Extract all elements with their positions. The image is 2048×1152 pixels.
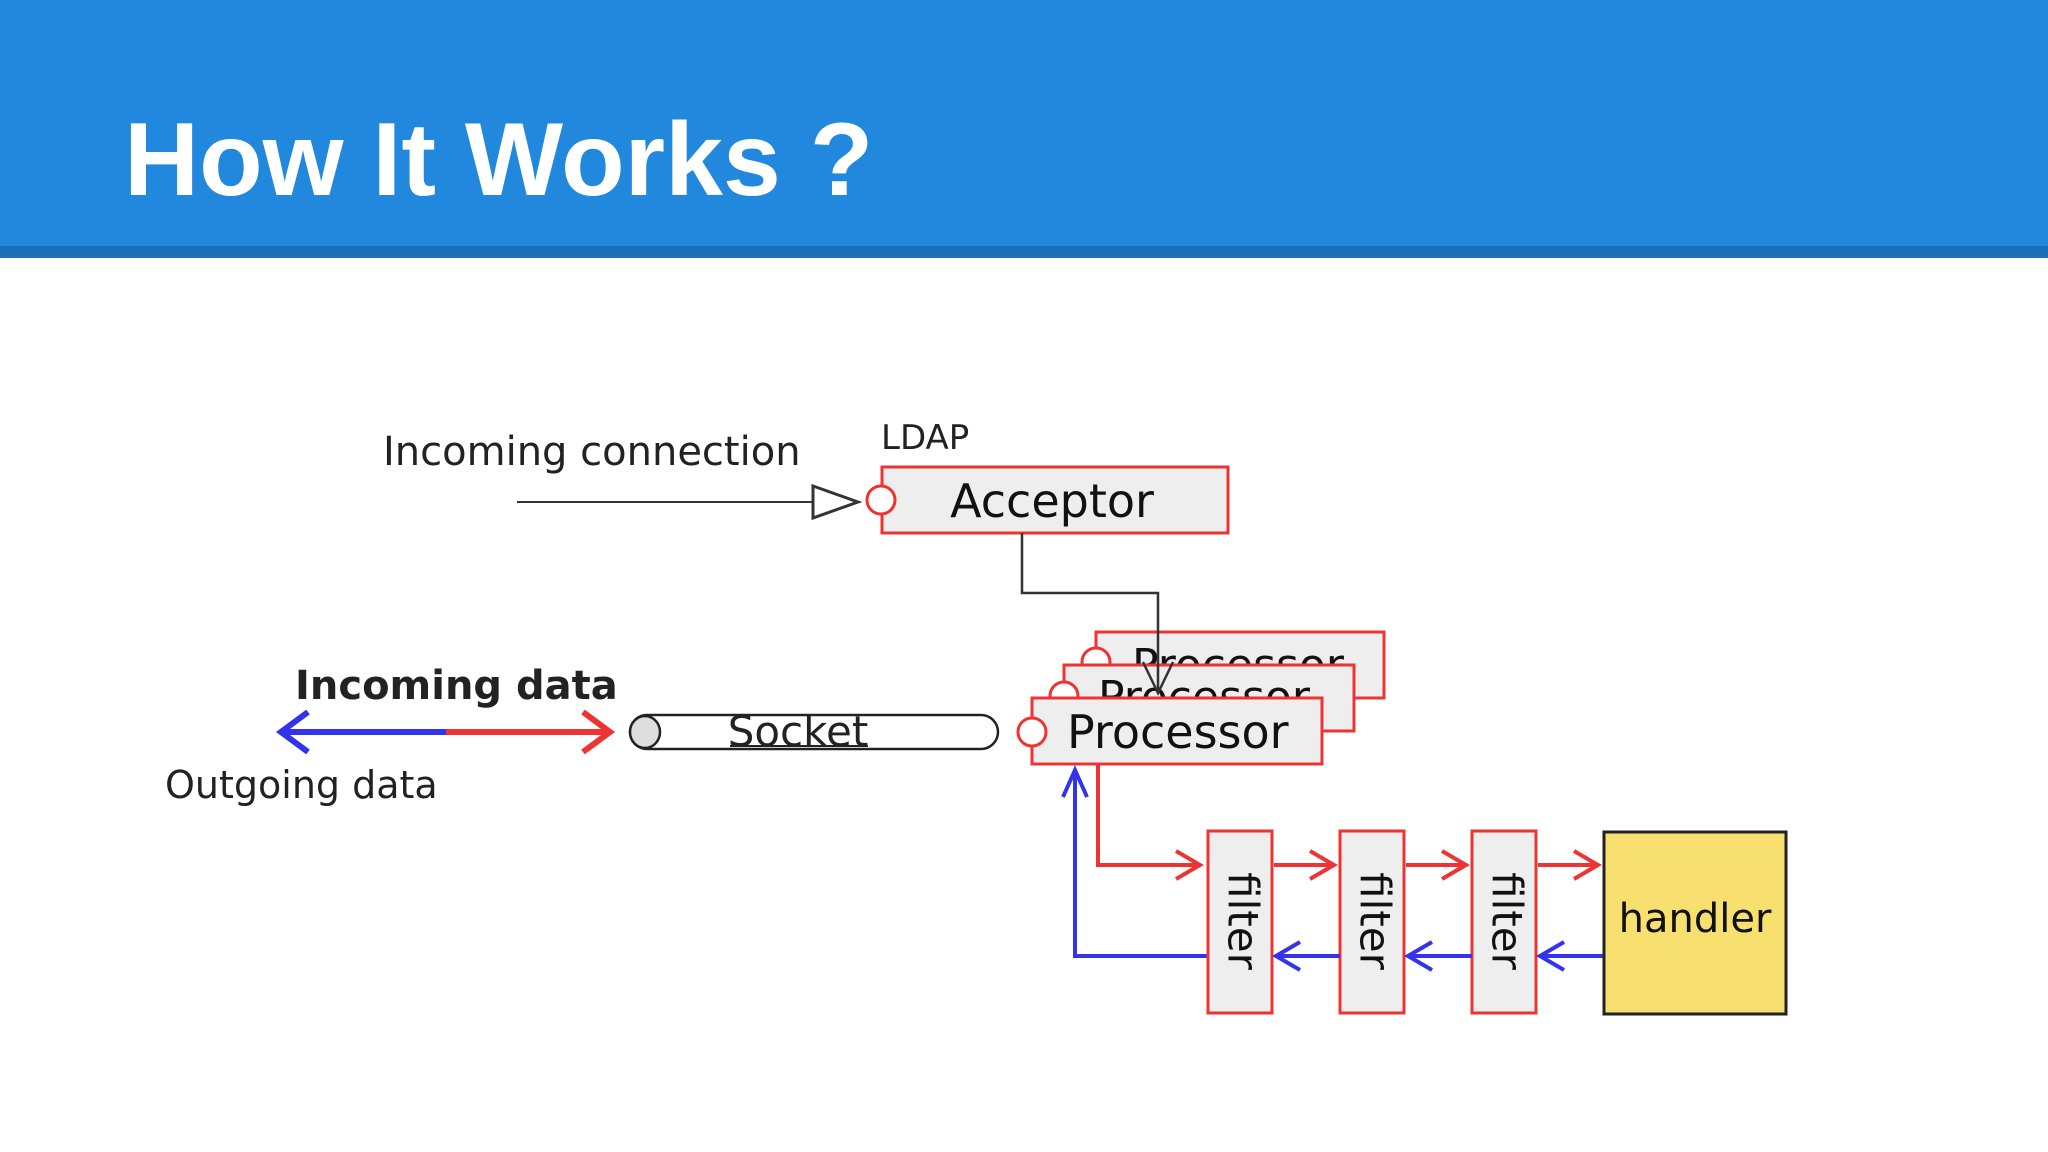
slide-title: How It Works ? bbox=[124, 102, 874, 218]
acceptor-to-processor-line bbox=[1020, 533, 1160, 690]
filter-arrow-out-2-head bbox=[1404, 940, 1434, 972]
acceptor-box bbox=[880, 465, 1230, 535]
incoming-connection-label: Incoming connection bbox=[383, 429, 801, 475]
filter-label-2: filter bbox=[1351, 872, 1400, 970]
filter-arrow-out-1-head bbox=[1272, 940, 1302, 972]
filter-box-3 bbox=[1470, 829, 1538, 1015]
filter-label-3: filter bbox=[1483, 872, 1532, 970]
acceptor-to-processor-arrowhead bbox=[1141, 661, 1175, 696]
filter-arrow-out-3-head bbox=[1536, 940, 1566, 972]
incoming-path-line bbox=[1096, 765, 1198, 867]
filter-label-1: filter bbox=[1219, 872, 1268, 970]
acceptor-port bbox=[865, 484, 897, 516]
filter-arrow-in-2-head bbox=[1440, 849, 1470, 881]
acceptor-label: Acceptor bbox=[950, 474, 1154, 528]
handler-label: handler bbox=[1619, 896, 1772, 942]
incoming-path-arrowhead bbox=[1174, 849, 1204, 881]
processor-port bbox=[1016, 716, 1048, 748]
filter-box-2 bbox=[1338, 829, 1406, 1015]
outgoing-data-label: Outgoing data bbox=[165, 763, 438, 807]
filter-arrow-in-1-head bbox=[1308, 849, 1338, 881]
socket-end-cap bbox=[628, 714, 662, 750]
socket-label: Socket bbox=[728, 707, 869, 756]
incoming-connection-arrowhead bbox=[811, 483, 863, 521]
filter-arrow-in-3-head bbox=[1572, 849, 1602, 881]
outgoing-return-arrowhead bbox=[1061, 765, 1089, 798]
processor-label: Processor bbox=[1067, 705, 1289, 759]
outgoing-data-arrowhead bbox=[275, 709, 310, 755]
filter-chain: filter filter filter bbox=[1206, 829, 1538, 1015]
title-bar-shadow bbox=[0, 246, 2048, 258]
ldap-label: LDAP bbox=[881, 418, 969, 458]
outgoing-return-line bbox=[1073, 772, 1208, 958]
incoming-data-label: Incoming data bbox=[295, 663, 618, 709]
filter-box-1 bbox=[1206, 829, 1274, 1015]
incoming-data-arrowhead bbox=[581, 709, 616, 755]
title-bar bbox=[0, 0, 2048, 246]
handler-box bbox=[1602, 830, 1788, 1016]
